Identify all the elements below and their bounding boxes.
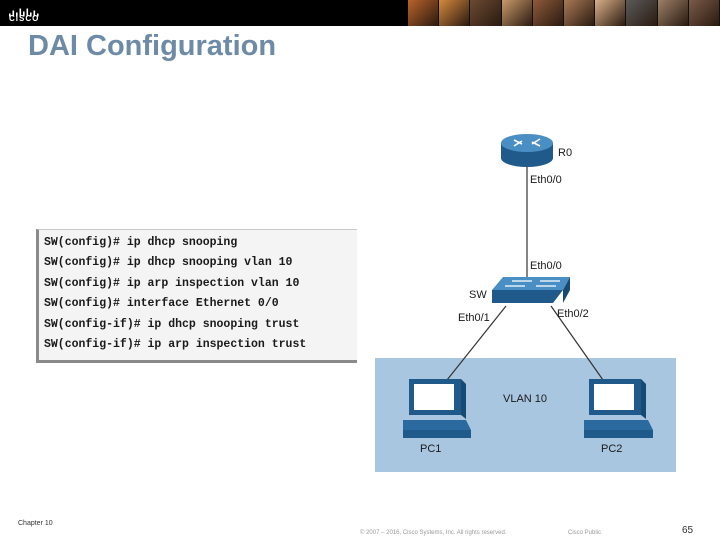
header-photo-tile — [657, 0, 689, 26]
pc2-icon[interactable] — [584, 379, 653, 438]
header-bar: CISCO — [0, 0, 720, 26]
pc1-name-label: PC1 — [420, 443, 441, 455]
vlan-label: VLAN 10 — [503, 393, 547, 405]
cli-line: SW(config-if)# ip arp inspection trust — [44, 338, 307, 351]
header-photo-tile — [501, 0, 533, 26]
header-photo-tile — [470, 0, 502, 26]
cli-line: SW(config)# ip arp inspection vlan 10 — [44, 277, 300, 290]
header-photo-tile — [408, 0, 440, 26]
cli-command-box: SW(config)# ip dhcp snooping SW(config)#… — [36, 229, 357, 363]
header-photo-tile — [626, 0, 658, 26]
link-switch-pc2 — [550, 305, 604, 381]
page-number: 65 — [682, 525, 694, 536]
footer-copyright: © 2007 – 2016, Cisco Systems, Inc. All r… — [360, 530, 507, 536]
header-photo-tile — [532, 0, 565, 26]
link-switch-pc1 — [446, 305, 507, 381]
switch-icon[interactable] — [492, 277, 570, 303]
header-photo-tile — [439, 0, 471, 26]
router-icon[interactable] — [501, 134, 553, 167]
header-photo-tile — [564, 0, 596, 26]
header-photo-strip — [408, 0, 720, 26]
switch-port-left-label: Eth0/1 — [458, 312, 490, 324]
router-port-label: Eth0/0 — [530, 174, 562, 186]
footer-classification: Cisco Public — [568, 530, 602, 536]
header-photo-tile — [688, 0, 720, 26]
pc1-icon[interactable] — [403, 379, 471, 438]
cli-line: SW(config)# ip dhcp snooping vlan 10 — [44, 256, 293, 269]
cli-line: SW(config)# interface Ethernet 0/0 — [44, 297, 279, 310]
cli-line: SW(config)# ip dhcp snooping — [44, 236, 238, 249]
switch-uplink-port-label: Eth0/0 — [530, 260, 562, 272]
switch-port-right-label: Eth0/2 — [557, 308, 589, 320]
cisco-logo-icon — [9, 8, 39, 17]
slide-title: DAI Configuration — [28, 30, 277, 62]
footer-chapter: Chapter 10 — [18, 520, 53, 527]
pc2-name-label: PC2 — [601, 443, 622, 455]
cli-line: SW(config-if)# ip dhcp snooping trust — [44, 318, 300, 331]
logo-text: CISCO — [9, 14, 40, 23]
switch-name-label: SW — [469, 289, 487, 301]
header-photo-tile — [595, 0, 627, 26]
router-name-label: R0 — [558, 147, 572, 159]
